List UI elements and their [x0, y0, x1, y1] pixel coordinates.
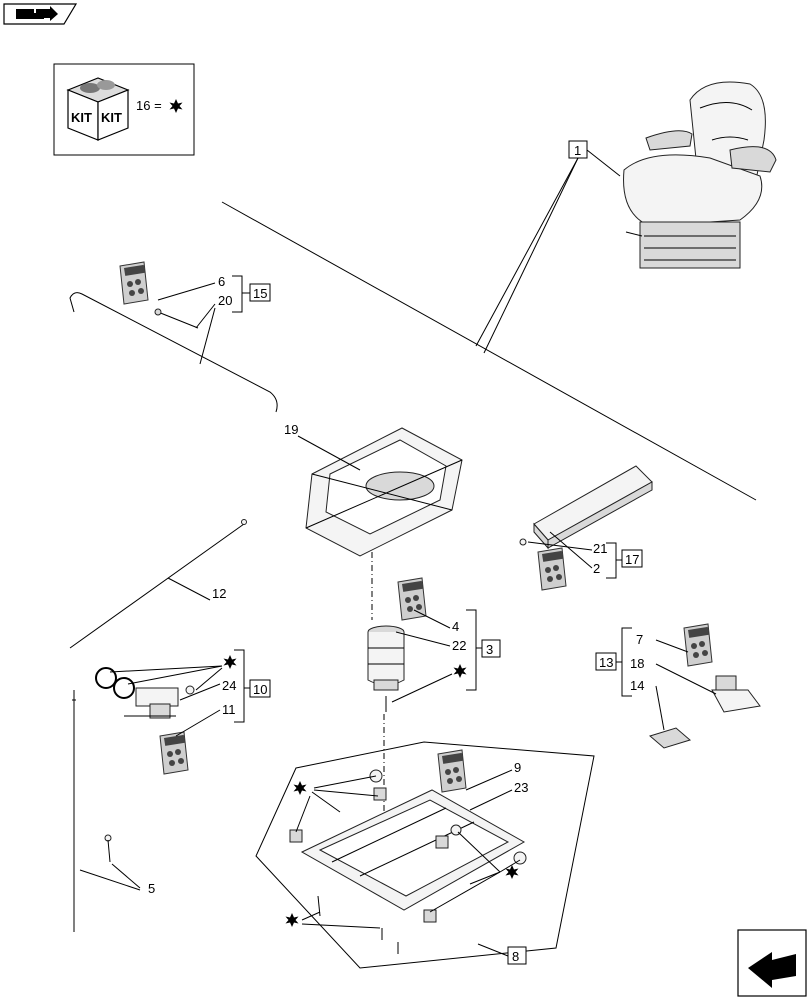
callout-label-19: 19	[284, 422, 298, 437]
callout-label-2: 2	[593, 561, 600, 576]
seat-suspension-base	[639, 221, 741, 269]
switch-assembly: 7 18 14 13	[595, 623, 761, 749]
kit-equation: 16 =	[136, 98, 162, 113]
switch-14	[648, 727, 692, 749]
callout-label-14: 14	[630, 678, 644, 693]
callout-label-18: 18	[630, 656, 644, 671]
callout-label-1: 1	[574, 143, 581, 158]
kit-label-left: KIT	[71, 110, 92, 125]
damper-rod: 5	[72, 690, 155, 932]
callout-label-6: 6	[218, 274, 225, 289]
seat-armrest-left	[645, 130, 693, 151]
callout-label-12: 12	[212, 586, 226, 601]
air-lever-cable: 6 20 15	[69, 261, 278, 413]
callout-label-13: 13	[599, 655, 613, 670]
callout-label-4: 4	[452, 619, 459, 634]
callout-label-23: 23	[514, 780, 528, 795]
callout-label-15: 15	[253, 286, 267, 301]
sensor-body	[135, 687, 179, 707]
seat-backrest-contour	[699, 102, 753, 141]
callout-label-8: 8	[512, 949, 519, 964]
callout-label-11: 11	[222, 702, 236, 717]
seat-lever	[625, 231, 643, 237]
armrest-rail: 21 2 17	[519, 465, 653, 591]
reference-manual-icon	[683, 623, 713, 667]
star-marker-icon	[293, 781, 307, 795]
star-marker-icon	[285, 913, 299, 927]
callout-label-24: 24	[222, 678, 236, 693]
sensor-kit: 24 11 10	[95, 649, 271, 775]
callout-label-7: 7	[636, 632, 643, 647]
callout-label-22: 22	[452, 638, 466, 653]
seat-cushion	[623, 154, 763, 227]
callout-label-17: 17	[625, 552, 639, 567]
reference-manual-icon	[159, 731, 189, 775]
snap-ring	[95, 667, 117, 689]
seat-assembly	[623, 81, 777, 269]
scissor-frame: 19	[284, 422, 463, 557]
air-spring-bellow	[367, 632, 405, 686]
cable-20	[69, 292, 278, 413]
next-page-arrow-icon[interactable]	[737, 929, 807, 997]
kit-label-right: KIT	[101, 110, 122, 125]
tilt-cable: 12	[69, 519, 247, 649]
switch-bracket-18	[711, 689, 761, 713]
cable-12	[69, 523, 245, 649]
callout-label-9: 9	[514, 760, 521, 775]
kit-box-icon: KIT KIT	[66, 77, 130, 141]
base-plate-boundary	[255, 741, 595, 969]
lever-rod-6	[157, 311, 199, 329]
reference-manual-icon	[119, 261, 149, 305]
reference-manual-icon	[537, 547, 567, 591]
snap-ring	[113, 677, 135, 699]
air-spring: 4 22 3	[367, 577, 501, 712]
tractor-section-icon[interactable]	[3, 3, 78, 25]
seat-armrest-right	[729, 146, 777, 173]
callout-label-5: 5	[148, 881, 155, 896]
base-plate-assembly: 9 23 8	[255, 741, 595, 969]
section-divider-line	[221, 201, 757, 501]
callout-label-3: 3	[486, 642, 493, 657]
reference-manual-icon	[437, 749, 467, 793]
callout-label-10: 10	[253, 682, 267, 697]
callout-label-20: 20	[218, 293, 232, 308]
callout-label-21: 21	[593, 541, 607, 556]
star-marker-icon	[453, 664, 467, 678]
armrest-rail-body	[533, 465, 653, 541]
kit-legend: KIT KIT 16 =	[53, 63, 195, 156]
star-marker-icon	[223, 655, 237, 669]
callout-1: 1	[475, 140, 621, 354]
